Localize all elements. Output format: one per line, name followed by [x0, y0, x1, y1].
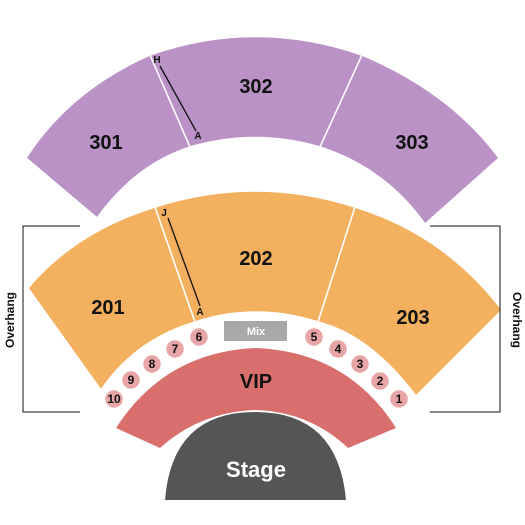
box-2[interactable]: 2 — [369, 370, 391, 392]
overhang-bracket-right — [430, 225, 501, 413]
label-303: 303 — [395, 132, 428, 154]
row-label-lower-top: J — [161, 208, 167, 219]
section-301[interactable] — [25, 54, 192, 220]
box-seat-circle[interactable] — [388, 388, 410, 410]
box-seat-circle[interactable] — [164, 338, 186, 360]
box-seat-label: 7 — [172, 342, 179, 356]
row-line-lower — [167, 217, 201, 307]
box-seat-circle[interactable] — [141, 353, 163, 375]
upper-level — [25, 35, 501, 226]
box-10[interactable]: 10 — [103, 388, 125, 410]
section-vip[interactable] — [116, 348, 396, 448]
box-seat-label: 10 — [107, 392, 121, 406]
box-1[interactable]: 1 — [388, 388, 410, 410]
overhang-right — [430, 225, 501, 413]
section-203[interactable] — [317, 206, 503, 398]
box-seat-circle[interactable] — [120, 369, 142, 391]
row-label-upper-bottom: A — [194, 131, 201, 142]
box-seat-label: 8 — [149, 357, 156, 371]
label-mix: Mix — [247, 326, 266, 338]
row-line-upper — [159, 65, 197, 132]
label-vip: VIP — [240, 371, 272, 393]
overhang-left — [22, 225, 80, 413]
box-seat-label: 1 — [396, 392, 403, 406]
box-9[interactable]: 9 — [120, 369, 142, 391]
box-seat-circle[interactable] — [103, 388, 125, 410]
box-seat-label: 9 — [128, 373, 135, 387]
label-301: 301 — [89, 132, 122, 154]
lower-level — [27, 190, 503, 398]
box-seats: 123 4 5 6 7 89 10 — [103, 326, 410, 410]
box-seat-circle[interactable] — [369, 370, 391, 392]
box-4[interactable]: 4 — [327, 338, 349, 360]
label-203: 203 — [396, 307, 429, 329]
box-seat-circle[interactable] — [303, 326, 325, 348]
box-seat-circle[interactable] — [349, 353, 371, 375]
row-label-lower-bottom: A — [196, 307, 203, 318]
label-stage: Stage — [226, 457, 286, 482]
box-seat-circle[interactable] — [188, 326, 210, 348]
label-201: 201 — [91, 297, 124, 319]
stage — [165, 412, 346, 500]
section-303[interactable] — [318, 54, 501, 226]
overhang-bracket-left — [22, 225, 80, 413]
mix-position — [224, 321, 287, 341]
box-seat-circle[interactable] — [327, 338, 349, 360]
box-6[interactable]: 6 — [188, 326, 210, 348]
box-seat-label: 2 — [377, 374, 384, 388]
row-label-upper-top: H — [153, 55, 160, 66]
label-302: 302 — [239, 76, 272, 98]
box-seat-label: 5 — [311, 330, 318, 344]
overhang-label-left: Overhang — [3, 292, 17, 348]
box-seat-label: 6 — [196, 330, 203, 344]
label-202: 202 — [239, 248, 272, 270]
box-8[interactable]: 8 — [141, 353, 163, 375]
box-seat-label: 3 — [357, 357, 364, 371]
box-7[interactable]: 7 — [164, 338, 186, 360]
section-201[interactable] — [27, 206, 196, 392]
box-5[interactable]: 5 — [303, 326, 325, 348]
box-seat-label: 4 — [335, 342, 342, 356]
overhang-label-right: Overhang — [510, 292, 524, 348]
box-3[interactable]: 3 — [349, 353, 371, 375]
